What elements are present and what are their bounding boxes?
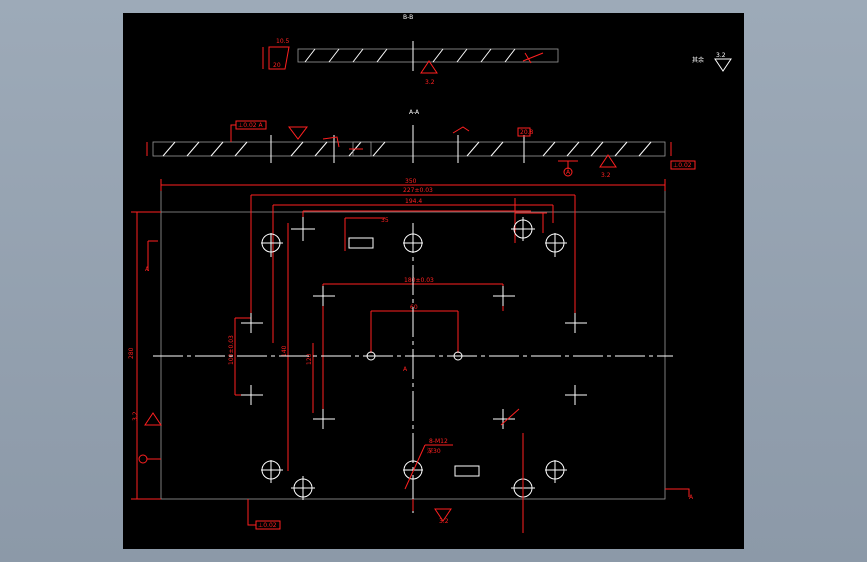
- roughness-symbol-bottom: [434, 508, 452, 522]
- dim-small-1: 35: [381, 217, 389, 224]
- roughness-32-a: 3.2: [601, 172, 611, 179]
- tol-d-text: ⊥0.02: [258, 522, 277, 529]
- tol-a-text: ⊥0.02 A: [238, 122, 263, 129]
- section-b-label: B-B: [403, 14, 413, 21]
- roughness-rest-value: 3.2: [716, 52, 726, 59]
- section-a-centerlines: [270, 125, 525, 163]
- dim-top-small: 10.5: [276, 38, 290, 45]
- tol-frame-c: [670, 160, 696, 170]
- dim-lines-horizontal: [160, 179, 666, 415]
- section-b-view: B-B 10.5 20 3.2: [262, 14, 559, 86]
- dim-left-height-1: 100±0.03: [228, 335, 235, 365]
- hole-callout-2: 深30: [427, 447, 441, 455]
- section-a-plate: [152, 141, 666, 157]
- section-b-counterbore: [268, 46, 290, 70]
- plan-view: 350 227±0.03 194.4 180±0.03 60 35 280 10…: [128, 178, 694, 533]
- roughness-32-d: 3.2: [439, 518, 449, 525]
- tol-c-text: ⊥0.02: [673, 162, 692, 169]
- roughness-symbol-a2: [288, 126, 308, 140]
- section-b-leader: [522, 52, 544, 64]
- roughness-32-c: 3.2: [132, 411, 139, 421]
- datum-circle-left: [138, 454, 148, 464]
- dim-left-height-3: 120: [306, 353, 313, 365]
- roughness-symbol-left: [144, 412, 162, 426]
- dim-flat: 20.8: [520, 129, 534, 136]
- datum-a-label: A: [566, 169, 571, 176]
- roughness-symbol-b: [420, 60, 438, 74]
- datum-a-plan: A: [403, 366, 408, 373]
- section-a-label: A-A: [409, 109, 420, 116]
- dim-lines-vertical: [131, 211, 314, 500]
- dim-overall-width: 350: [405, 178, 417, 185]
- tol-frame-d: [255, 520, 281, 530]
- dim-width-3: 194.4: [405, 198, 422, 205]
- roughness-rest-symbol: [714, 58, 732, 72]
- cad-drawing-viewport[interactable]: B-B 10.5 20 3.2 其余 3.2 A-A: [123, 13, 744, 549]
- roughness-symbol-a1: [599, 154, 617, 168]
- dim-center-width: 60: [410, 304, 418, 311]
- section-marker-left: A: [145, 266, 150, 273]
- dim-width-2: 227±0.03: [403, 187, 433, 194]
- dim-small-2: 20: [273, 62, 281, 69]
- roughness-rest-note: 其余 3.2: [692, 52, 732, 72]
- keyway-top: [348, 237, 374, 249]
- roughness-32-b: 3.2: [425, 79, 435, 86]
- section-marker-right: A: [689, 494, 694, 501]
- section-a-hatch: [162, 141, 652, 157]
- datum-a-symbol: [563, 167, 573, 177]
- dim-inner-width: 180±0.03: [404, 277, 434, 284]
- section-a-leader: [452, 126, 470, 134]
- section-a-view: A-A ⊥0.02 A ⊥0.02 A: [146, 109, 696, 179]
- hole-pattern: [241, 217, 587, 500]
- dim-left-height-2: 140: [281, 345, 288, 357]
- drawing-canvas: B-B 10.5 20 3.2 其余 3.2 A-A: [128, 14, 732, 533]
- hole-callout-1: 8-M12: [429, 438, 448, 445]
- section-b-hatch: [304, 48, 516, 63]
- dim-height-overall: 280: [128, 347, 135, 359]
- roughness-rest-label: 其余: [692, 56, 704, 64]
- keyway-bottom: [454, 465, 480, 477]
